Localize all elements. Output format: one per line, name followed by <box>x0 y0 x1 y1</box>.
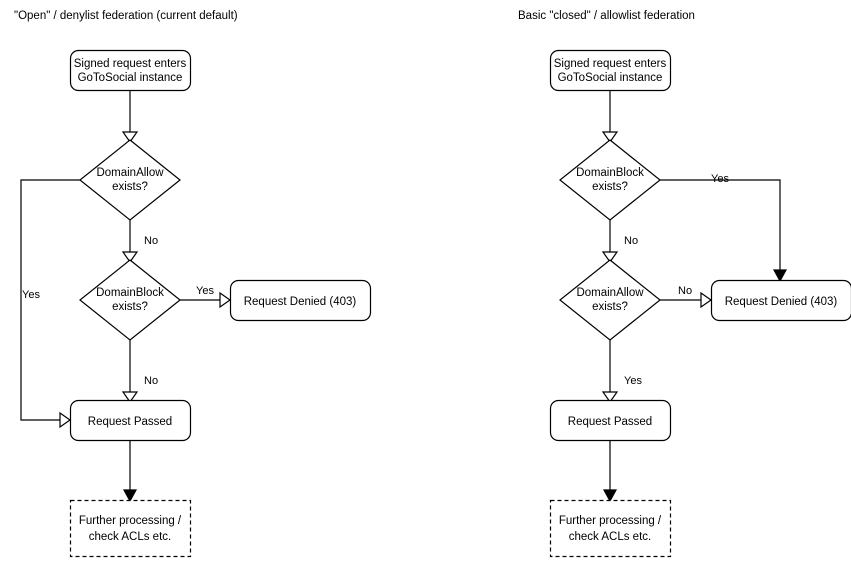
node-decision-domainallow-left-line1: DomainAllow <box>96 167 164 179</box>
edge-label-domainallow-yes-right: Yes <box>624 375 642 387</box>
arrowhead-domainblock-yes-right <box>772 269 788 283</box>
node-entry-right-line2: GoToSocial instance <box>558 72 663 84</box>
edge-label-domainallow-no-left: No <box>144 235 158 247</box>
edge-label-domainblock-yes-left: Yes <box>196 285 214 297</box>
node-decision-domainallow-right-line1: DomainAllow <box>576 287 644 299</box>
node-entry-left-line1: Signed request enters <box>74 58 187 70</box>
arrowhead-domainblock-yes-left <box>219 291 232 309</box>
edge-label-domainblock-no-right: No <box>624 235 638 247</box>
node-request-passed-left-label: Request Passed <box>88 416 172 428</box>
chart-open-denylist: "Open" / denylist federation (current de… <box>14 10 372 558</box>
arrowhead-domainallow-yes-right <box>601 391 619 404</box>
node-decision-domainblock-right-line1: DomainBlock <box>576 167 644 179</box>
node-decision-domainblock-left <box>79 259 181 341</box>
node-request-denied-right-label: Request Denied (403) <box>725 296 838 308</box>
node-further-processing-right <box>549 499 672 558</box>
chart-title-open-denylist: "Open" / denylist federation (current de… <box>14 10 238 22</box>
node-decision-domainblock-right <box>559 139 661 221</box>
node-entry-right <box>549 49 672 92</box>
node-request-denied-left <box>229 279 372 322</box>
node-decision-domainallow-left <box>79 139 181 221</box>
arrowhead-domainblock-no-left <box>121 391 139 404</box>
edge-label-domainblock-no-left: No <box>144 375 158 387</box>
edge-label-domainblock-yes-right: Yes <box>711 173 729 185</box>
arrowhead-passed-to-further-right <box>602 489 618 503</box>
edge-label-domainallow-no-right: No <box>678 285 692 297</box>
node-entry-left <box>69 49 192 92</box>
node-decision-domainallow-left-line2: exists? <box>112 181 148 193</box>
arrowhead-domainallow-no-left <box>121 251 139 264</box>
edge-domainallow-yes-left <box>20 179 80 421</box>
node-decision-domainblock-right-line2: exists? <box>592 181 628 193</box>
chart-title-closed-allowlist: Basic "closed" / allowlist federation <box>518 10 695 22</box>
node-request-denied-right <box>710 279 851 322</box>
arrowhead-entry-to-domainblock-right <box>601 131 619 144</box>
arrowhead-domainblock-no-right <box>601 251 619 264</box>
edge-label-domainallow-yes-left: Yes <box>22 289 40 301</box>
arrowhead-entry-to-domainallow-left <box>121 131 139 144</box>
arrowhead-domainallow-no-right <box>700 291 713 309</box>
node-decision-domainblock-left-line2: exists? <box>112 301 148 313</box>
node-decision-domainblock-left-line1: DomainBlock <box>96 287 164 299</box>
node-further-processing-left-line1: Further processing / <box>79 515 182 527</box>
arrowhead-domainallow-yes-left <box>59 411 72 429</box>
node-decision-domainallow-right <box>559 259 661 341</box>
arrowhead-passed-to-further-left <box>122 489 138 503</box>
node-further-processing-right-line1: Further processing / <box>559 515 662 527</box>
node-entry-left-line2: GoToSocial instance <box>78 72 183 84</box>
node-decision-domainallow-right-line2: exists? <box>592 301 628 313</box>
node-further-processing-left-line2: check ACLs etc. <box>89 531 171 543</box>
node-entry-right-line1: Signed request enters <box>554 58 667 70</box>
node-further-processing-right-line2: check ACLs etc. <box>569 531 651 543</box>
node-request-passed-right-label: Request Passed <box>568 416 652 428</box>
node-request-denied-left-label: Request Denied (403) <box>244 296 357 308</box>
edge-domainblock-yes-right <box>660 179 781 278</box>
node-further-processing-left <box>69 499 192 558</box>
chart-closed-allowlist: Basic "closed" / allowlist federation Si… <box>518 10 851 558</box>
